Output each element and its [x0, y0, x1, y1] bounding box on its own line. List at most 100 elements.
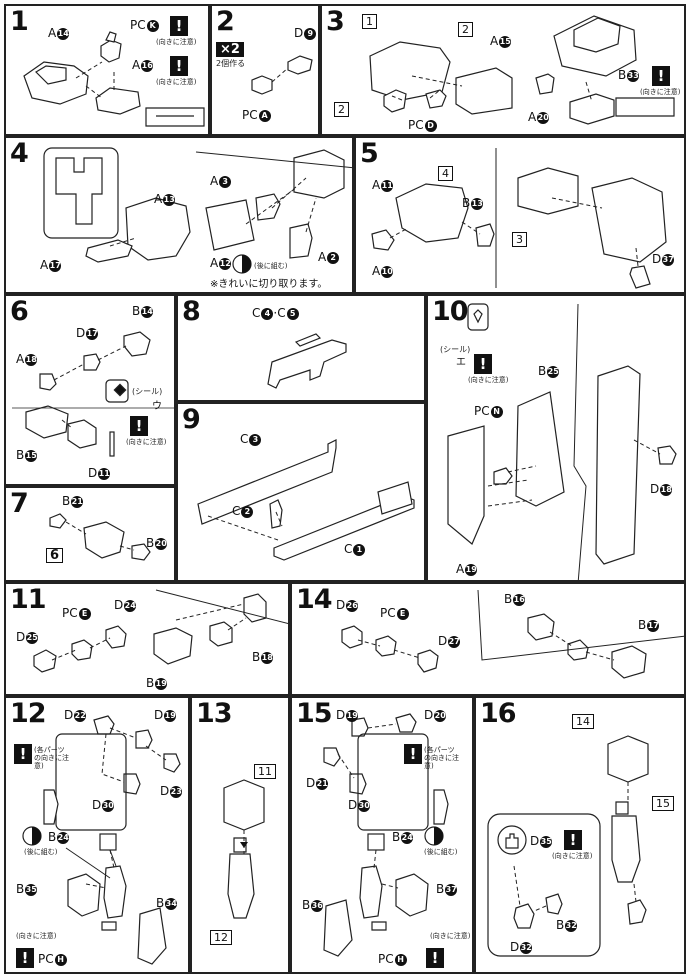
- part-label-a17: A17: [40, 258, 62, 272]
- part-label-d21: D21: [306, 776, 329, 790]
- part-label-b20: B20: [146, 536, 168, 550]
- part-label-b14: B14: [132, 304, 154, 318]
- part-label-b33: B33: [618, 68, 640, 82]
- part-label-a16: A16: [132, 58, 154, 72]
- part-label-b19: B19: [146, 676, 168, 690]
- part-label-a20: A20: [528, 110, 550, 124]
- caution-icon: !: [564, 830, 582, 850]
- part-label-d18: D18: [650, 482, 673, 496]
- step-3-parts-drawing: [369, 15, 675, 125]
- caution-icon: !: [130, 416, 148, 436]
- subassembly-ref: 2: [334, 102, 349, 117]
- attach-later-note: (後に組む): [424, 848, 458, 856]
- step-number: 13: [196, 698, 233, 729]
- caution-icon: !: [170, 56, 188, 76]
- sticker-note: (シール): [132, 387, 163, 396]
- part-label-b17: B17: [638, 618, 660, 632]
- step-14-parts-drawing: [341, 589, 684, 679]
- sticker-id: ウ: [152, 401, 162, 412]
- part-label-b34: B34: [156, 896, 178, 910]
- step-7-parts-drawing: [49, 513, 151, 561]
- caution-icon: !: [404, 744, 422, 764]
- attach-later-note: (後に組む): [254, 262, 288, 270]
- step-5-panel: 5 4 3 A11 A10 B13 D37: [354, 136, 686, 294]
- caution-icon: !: [16, 948, 34, 968]
- step-number: 10: [432, 296, 469, 327]
- subassembly-ref: 1: [362, 14, 377, 29]
- orientation-note: (向きに注意): [156, 78, 197, 86]
- caution-icon: !: [652, 66, 670, 86]
- step-4-parts-drawing: [43, 147, 352, 274]
- part-label-d30: D30: [348, 798, 371, 812]
- part-label-d26: D26: [336, 598, 359, 612]
- step-11-parts-drawing: [33, 589, 288, 673]
- orientation-note: (向きに注意): [430, 932, 471, 940]
- part-label-a12: A12: [210, 256, 232, 270]
- make-two-note: 2個作る: [216, 59, 246, 68]
- sticker-id: エ: [456, 357, 466, 368]
- caution-icon: !: [170, 16, 188, 36]
- step-number: 5: [360, 138, 379, 169]
- step-16-panel: 16 14 15 D35 ! (向きに注意) B32 D32: [474, 696, 686, 974]
- step-number: 8: [182, 296, 201, 327]
- orientation-note: (向きに注意): [126, 438, 167, 446]
- step-7-panel: 7 6 B21 B20: [4, 486, 176, 582]
- step-15-panel: 15 D19 D20 ! (各パーツの向きに注意) D21 D30 B24 (後…: [290, 696, 474, 974]
- step-number: 9: [182, 404, 201, 435]
- quantity-badge: ×2: [216, 42, 244, 57]
- step-number: 11: [10, 584, 47, 615]
- part-label-d27: D27: [438, 634, 461, 648]
- step-12-parts-drawing: [22, 715, 181, 965]
- step-2-parts-drawing: [251, 55, 313, 95]
- step-number: 2: [216, 6, 235, 37]
- part-label-d19: D19: [336, 708, 359, 722]
- step-9-parts-drawing: [197, 439, 415, 561]
- caution-icon: !: [426, 948, 444, 968]
- subassembly-ref: 4: [438, 166, 453, 181]
- parts-orientation-note: (各パーツの向きに注意): [34, 746, 69, 770]
- part-label-a10: A10: [372, 264, 394, 278]
- part-label-d20: D20: [424, 708, 447, 722]
- orientation-note: (向きに注意): [16, 932, 57, 940]
- step-10-parts-drawing: [447, 303, 677, 580]
- part-label-b25: B25: [538, 364, 560, 378]
- part-label-d30: D30: [92, 798, 115, 812]
- attach-later-note: (後に組む): [24, 848, 58, 856]
- step-number: 1: [10, 6, 29, 37]
- step-5-parts-drawing: [371, 148, 667, 289]
- step-13-parts-drawing: [223, 779, 265, 919]
- sticker-note: (シール): [440, 345, 471, 354]
- part-label-b16: B16: [504, 592, 526, 606]
- part-label-a14: A14: [48, 26, 70, 40]
- subassembly-ref: 6: [46, 548, 64, 563]
- part-label-b21: B21: [62, 494, 84, 508]
- cut-note: ※きれいに切り取ります。: [210, 279, 328, 290]
- part-label-b37: B37: [436, 882, 458, 896]
- step-8-parts-drawing: [267, 333, 347, 389]
- part-label-d23: D23: [160, 784, 183, 798]
- part-label-a15: A15: [490, 34, 512, 48]
- subassembly-ref: 11: [254, 764, 276, 779]
- step-number: 15: [296, 698, 333, 729]
- step-number: 7: [10, 488, 29, 519]
- part-label-a13: A13: [154, 192, 176, 206]
- part-label-b24: B24: [48, 830, 70, 844]
- orientation-note: (向きに注意): [468, 376, 509, 384]
- part-label-b32: B32: [556, 918, 578, 932]
